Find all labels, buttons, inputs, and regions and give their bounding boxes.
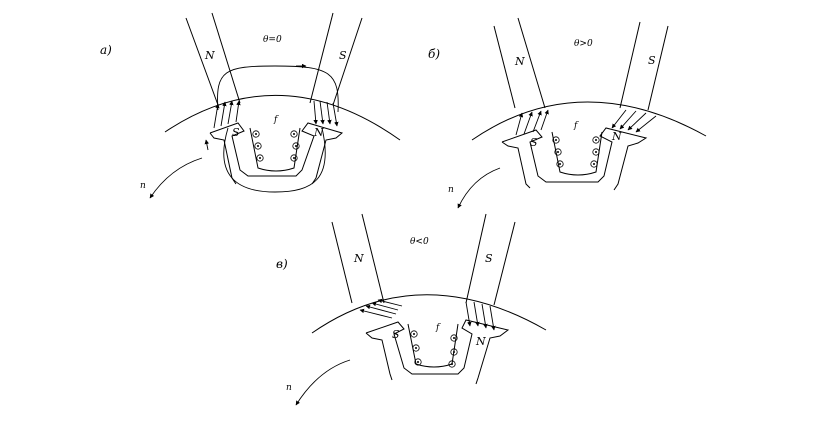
- tooth-label-right: N: [475, 335, 486, 348]
- panel-c: в) θ<0 N S S N f n: [276, 213, 547, 406]
- tooth-label-left: S: [232, 126, 240, 139]
- rotation-arrow: [149, 157, 203, 199]
- rotor-surface-arc: [311, 294, 547, 334]
- winding-slot: [249, 127, 301, 172]
- angle-label: θ=0: [263, 35, 282, 45]
- center-mark: f: [273, 115, 279, 125]
- tooth-label-right: N: [313, 126, 324, 139]
- center-mark: f: [435, 323, 441, 333]
- flux-arrows-left: [359, 298, 403, 319]
- rotation-label: n: [140, 181, 146, 191]
- tooth-label-right: N: [611, 130, 622, 143]
- pole-label-left: N: [353, 252, 364, 265]
- tooth-label-left: S: [530, 136, 538, 149]
- panel-a: a) θ=0 N S S N f n: [100, 12, 401, 199]
- pole-label-right: S: [339, 49, 347, 62]
- winding-slot: [551, 131, 603, 176]
- rotor-return-path: [223, 127, 326, 193]
- rotation-arrow: [457, 167, 501, 209]
- angle-label: θ>0: [574, 39, 593, 49]
- rotor-pole-body: [209, 122, 344, 185]
- pole-label-right: S: [485, 252, 493, 265]
- stator-pole-n: [185, 12, 241, 106]
- flux-arrows-right: [313, 100, 339, 127]
- tooth-label-left: S: [392, 328, 400, 341]
- stator-pole-s: [309, 12, 363, 106]
- rotor-pole-body: [365, 319, 510, 385]
- coil-conductors: [552, 136, 600, 168]
- flux-loop: [217, 65, 339, 113]
- flux-arrows-right: [611, 109, 657, 133]
- panel-tag: б): [428, 47, 440, 61]
- flux-arrows-left: [213, 100, 241, 129]
- flux-arrows-right: [465, 301, 496, 331]
- rotor-surface-arc: [471, 101, 707, 141]
- angle-label: θ<0: [410, 237, 429, 247]
- pole-label-left: N: [204, 49, 215, 62]
- rotation-label: n: [286, 383, 292, 393]
- rotor-surface-arc: [164, 94, 401, 141]
- center-mark: f: [573, 121, 579, 131]
- flux-arrows-left: [515, 109, 549, 136]
- rotor-pole-body: [501, 127, 648, 191]
- rotation-arrow: [295, 359, 351, 406]
- stator-pole-n: [331, 213, 385, 304]
- coil-conductors: [410, 330, 458, 368]
- panel-tag: в): [276, 257, 288, 271]
- coil-conductors: [252, 130, 300, 162]
- pole-label-right: S: [648, 54, 656, 67]
- panel-b: б) θ>0 N S S N f n: [428, 17, 707, 209]
- rotation-label: n: [448, 185, 454, 195]
- stator-pole-s: [465, 213, 516, 306]
- stator-pole-s: [619, 21, 669, 111]
- pole-label-left: N: [514, 55, 525, 68]
- stator-pole-n: [493, 17, 546, 109]
- panel-tag: a): [100, 43, 112, 57]
